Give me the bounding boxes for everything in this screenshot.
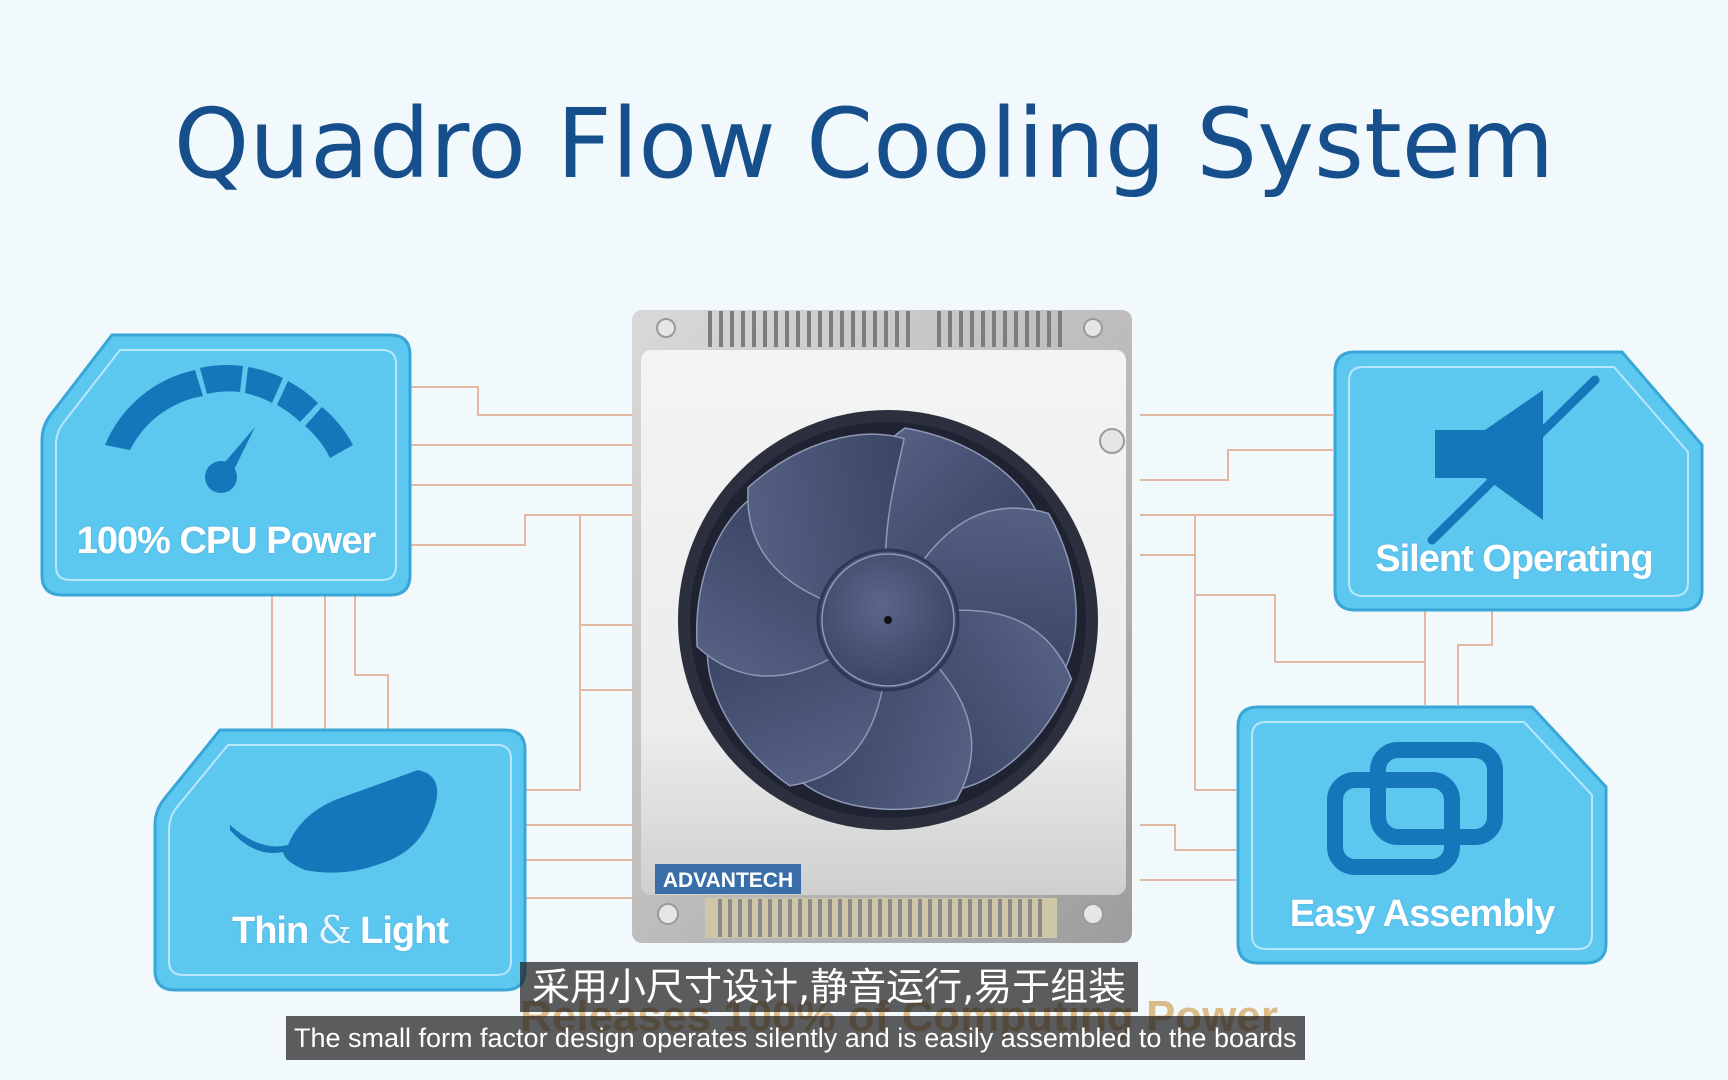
brand-logo: ADVANTECH [663, 869, 793, 892]
feature-thin-light [153, 728, 527, 992]
screw-icon [656, 318, 1125, 925]
subtitle-english: The small form factor design operates si… [286, 1016, 1305, 1060]
feature-label-thin-light: Thin & Light [169, 908, 511, 953]
feature-label-cpu-power: 100% CPU Power [76, 520, 377, 562]
brand-badge [655, 864, 801, 894]
feature-easy-assembly [1236, 705, 1608, 965]
stacked-frames-icon [1327, 742, 1503, 875]
page-title: Quadro Flow Cooling System [173, 88, 1555, 200]
feature-label-easy-assembly: Easy Assembly [1289, 893, 1555, 935]
feature-label-light: Light [360, 910, 449, 952]
feather-icon [230, 770, 438, 873]
speedometer-icon [105, 365, 353, 493]
ampersand: & [317, 908, 352, 952]
cooling-device: ADVANTECH [632, 310, 1132, 943]
feature-label-silent-operating: Silent Operating [1375, 538, 1653, 580]
bottom-vent [718, 899, 1042, 937]
circuit-traces [271, 386, 1493, 899]
muted-speaker-icon [1427, 375, 1600, 545]
top-vent [708, 311, 1062, 347]
feature-cpu-power [40, 333, 412, 597]
feature-label-thin: Thin [231, 910, 309, 952]
feature-silent-operating [1333, 350, 1704, 612]
subtitle-chinese: 采用小尺寸设计,静音运行,易于组装 [520, 962, 1139, 1012]
